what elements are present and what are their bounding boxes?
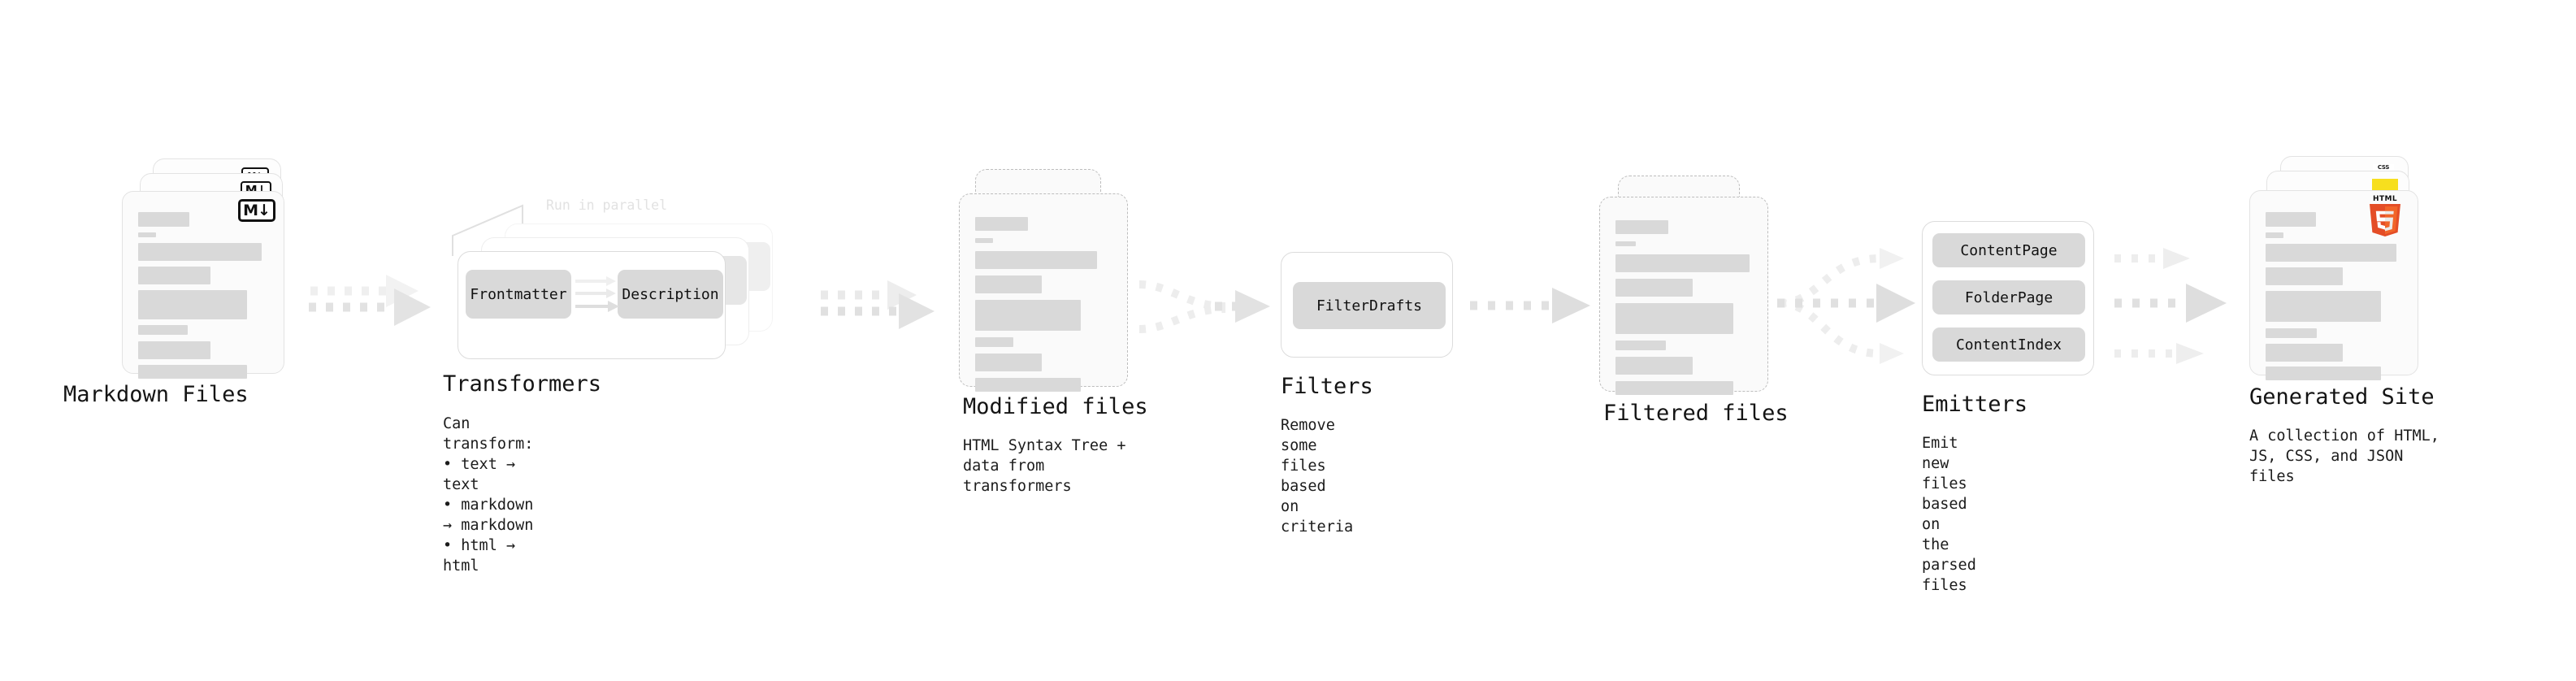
- stage-desc-filters: Remove some files based on criteria: [1281, 417, 1354, 536]
- stage-label-generated-site: Generated Site: [2249, 384, 2435, 410]
- parallel-label: Run in parallel: [546, 197, 668, 213]
- connector-md-to-transformers: [309, 275, 431, 326]
- skeleton-line-2: [2266, 267, 2343, 285]
- doc-card-front: [122, 191, 284, 379]
- skeleton-line-5: [2266, 344, 2343, 362]
- html5-icon-word: HTML: [2373, 195, 2397, 203]
- connector-filters-to-filtered: [1470, 288, 1590, 323]
- skeleton-title: [1615, 220, 1668, 234]
- chip-contentpage[interactable]: ContentPage: [1932, 233, 2085, 267]
- markdown-icon-arrow: ↓: [258, 201, 271, 219]
- skeleton-title: [975, 217, 1028, 231]
- stage-label-filtered-files: Filtered files: [1603, 401, 1789, 426]
- skeleton-subtitle: [2266, 232, 2283, 238]
- skeleton-line-1: [138, 243, 262, 261]
- stage-label-transformers: Transformers: [443, 371, 602, 397]
- css-badge-label: CSS: [2377, 164, 2390, 171]
- skeleton-line-5: [138, 341, 210, 359]
- skeleton-line-1: [2266, 244, 2396, 262]
- markdown-doc-stack: M↓ M↓ M↓: [122, 158, 309, 379]
- skeleton-line-4: [138, 325, 188, 335]
- skeleton-subtitle: [975, 238, 993, 243]
- chip-description[interactable]: Description: [618, 270, 723, 319]
- skeleton-line-6: [975, 378, 1081, 392]
- skeleton-line-2: [975, 275, 1042, 293]
- markdown-icon-letter: M: [243, 201, 258, 219]
- chip-contentindex[interactable]: ContentIndex: [1932, 327, 2085, 362]
- skeleton-line-6: [2266, 367, 2381, 380]
- skeleton-line-4: [1615, 340, 1666, 350]
- skeleton-line-1: [975, 251, 1097, 269]
- skeleton-line-3: [1615, 303, 1733, 334]
- chip-folderpage[interactable]: FolderPage: [1932, 280, 2085, 314]
- chip-filterdrafts[interactable]: FilterDrafts: [1293, 282, 1446, 329]
- skeleton-line-6: [138, 365, 247, 379]
- filtered-doc-stack: [1599, 171, 1778, 395]
- connector-filtered-to-emitters: [1777, 248, 1915, 364]
- site-doc-stack: CSS HTML: [2249, 156, 2444, 380]
- stage-generated-site: CSS HTML: [2249, 156, 2444, 485]
- skeleton-subtitle: [1615, 241, 1636, 246]
- stage-desc-transformers: Can transform: • text → text • markdown …: [443, 415, 534, 575]
- transformers-box-front[interactable]: Frontmatter Description: [458, 251, 726, 359]
- skeleton-line-3: [2266, 291, 2381, 322]
- connector-modified-to-filters: [1138, 280, 1270, 333]
- stage-desc-generated-site: A collection of HTML, JS, CSS, and JSON …: [2249, 427, 2439, 485]
- skeleton-line-3: [138, 290, 247, 319]
- stage-label-filters: Filters: [1281, 374, 1373, 399]
- skeleton-line-4: [2266, 328, 2317, 338]
- stage-label-markdown-files: Markdown Files: [63, 382, 249, 407]
- skeleton-line-6: [1615, 381, 1733, 395]
- stage-desc-modified-files: HTML Syntax Tree + data from transformer…: [963, 437, 1126, 495]
- html5-icon: HTML: [2365, 195, 2405, 237]
- transformers-inner-arrows: [575, 276, 619, 312]
- stage-desc-emitters: Emit new files based on the parsed files: [1922, 435, 1976, 594]
- chip-frontmatter[interactable]: Frontmatter: [466, 270, 571, 319]
- skeleton-line-2: [138, 267, 210, 284]
- skeleton-line-1: [1615, 254, 1750, 272]
- stage-modified-files: Modified files HTML Syntax Tree + data f…: [959, 163, 1148, 495]
- filters-box[interactable]: FilterDrafts: [1281, 252, 1453, 358]
- skeleton-line-4: [975, 337, 1013, 347]
- doc-card-front: [1599, 197, 1768, 395]
- markdown-icon-front: M↓: [238, 199, 275, 222]
- skeleton-line-2: [1615, 279, 1693, 297]
- skeleton-subtitle: [138, 232, 156, 237]
- connector-emitters-to-site: [2114, 248, 2227, 364]
- skeleton-title: [138, 212, 189, 227]
- skeleton-title: [2266, 212, 2316, 227]
- stage-label-modified-files: Modified files: [963, 394, 1148, 419]
- modified-doc-stack: [959, 163, 1138, 392]
- skeleton-line-5: [1615, 357, 1693, 375]
- stage-filtered-files: Filtered files: [1599, 171, 1789, 426]
- stage-markdown-files: M↓ M↓ M↓ Markdown Files: [63, 158, 309, 407]
- parallel-bracket: [452, 204, 523, 256]
- html5-shield: [2370, 204, 2400, 236]
- emitters-box[interactable]: ContentPage FolderPage ContentIndex: [1922, 221, 2094, 375]
- stage-label-emitters: Emitters: [1922, 392, 2028, 417]
- skeleton-line-5: [975, 354, 1042, 371]
- connector-transformers-to-modified: [821, 280, 935, 329]
- skeleton-line-3: [975, 300, 1081, 331]
- doc-card-front: [959, 193, 1128, 392]
